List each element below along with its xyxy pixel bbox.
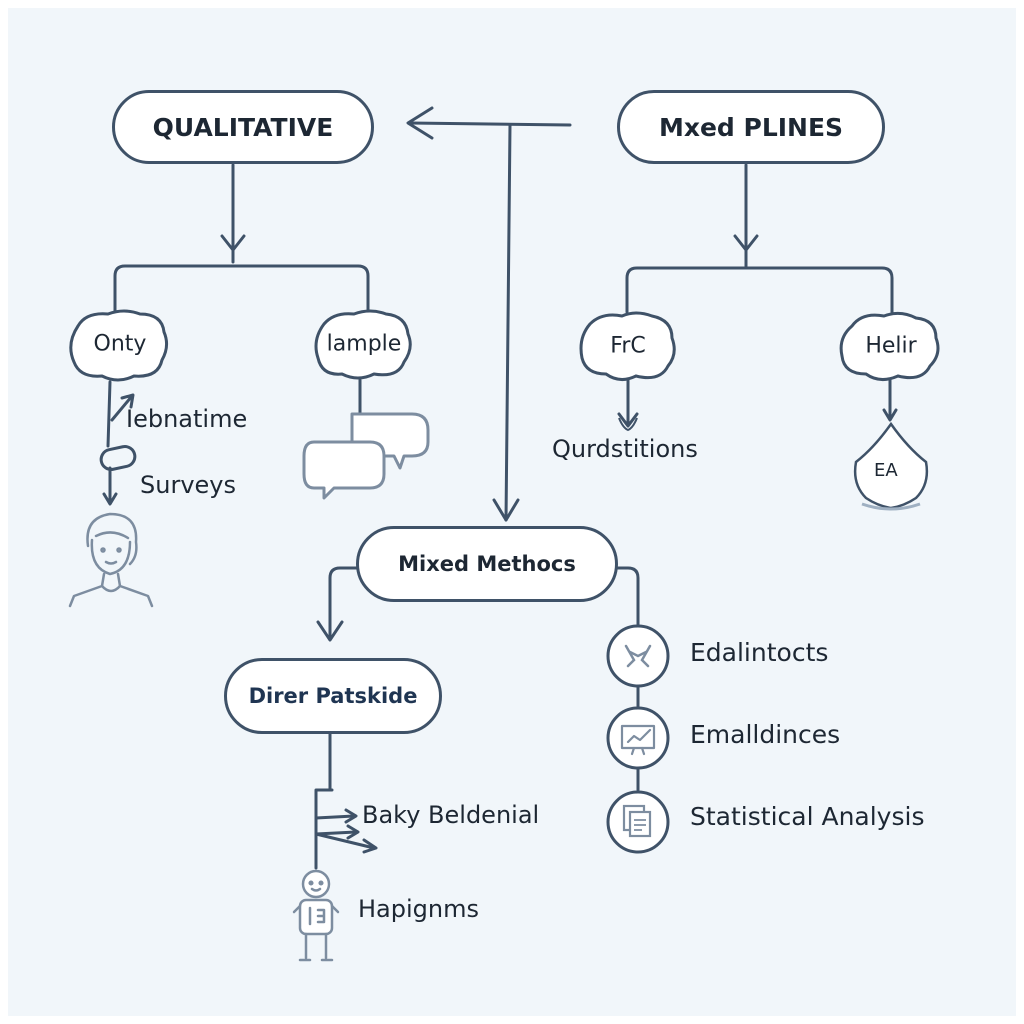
center-trunk-line bbox=[504, 123, 512, 522]
documents-icon bbox=[606, 790, 670, 854]
onty-label: Onty bbox=[93, 331, 147, 357]
methods-right-line bbox=[616, 566, 640, 628]
method-label-2: Emalldinces bbox=[690, 720, 841, 749]
methods-left-line bbox=[328, 566, 359, 640]
speech-bubbles-icon bbox=[302, 412, 430, 500]
helir-blob-shape bbox=[839, 311, 940, 381]
baky-beldenial-label: Baky Beldenial bbox=[362, 801, 540, 829]
arrowhead-onty-side bbox=[120, 393, 135, 409]
arrowhead-b1 bbox=[344, 808, 358, 824]
arrowhead-left-icon bbox=[406, 106, 434, 140]
chart-board-icon bbox=[606, 706, 670, 770]
arrowhead-surveys bbox=[102, 492, 118, 506]
onty-down-line bbox=[106, 380, 112, 448]
method-label-3: Statistical Analysis bbox=[690, 802, 925, 831]
arrowhead-down-plines bbox=[733, 234, 759, 252]
hapignms-label: Hapignms bbox=[358, 895, 479, 923]
direr-patskide-node[interactable]: Direr Patskide bbox=[224, 658, 442, 734]
qurdstitions-label: Qurdstitions bbox=[552, 435, 698, 463]
bracket-arrow-1 bbox=[314, 814, 356, 820]
bracket-arrow-2 bbox=[314, 830, 358, 836]
shield-text: EA bbox=[874, 460, 898, 481]
onty-blob-shape bbox=[69, 309, 169, 382]
helir-label: Helir bbox=[865, 333, 917, 359]
methods-list: Edalintocts Emalldinces Statistical Anal… bbox=[604, 622, 1004, 862]
student-figure-icon bbox=[292, 869, 340, 962]
arrowhead-b2 bbox=[346, 824, 360, 840]
tools-icon bbox=[606, 624, 670, 688]
frc-label: FrC bbox=[610, 333, 646, 359]
shield-icon bbox=[853, 421, 929, 511]
trunk-to-qualitative-arrow bbox=[408, 121, 572, 127]
arrowhead-b3 bbox=[362, 838, 378, 854]
surveys-label: Surveys bbox=[140, 471, 236, 499]
mixed-methods-label: Mixed Methocs bbox=[398, 552, 576, 576]
direr-patskide-label: Direr Patskide bbox=[248, 684, 418, 708]
plines-branch-line bbox=[625, 266, 894, 314]
mixed-methods-node[interactable]: Mixed Methocs bbox=[356, 526, 618, 602]
arrowhead-down-qual bbox=[220, 234, 246, 252]
small-sprout-icon bbox=[618, 417, 638, 432]
person-portrait-icon bbox=[68, 512, 154, 608]
arrowhead-methods-left bbox=[316, 620, 344, 642]
survey-pill-shape bbox=[99, 445, 137, 471]
bracket-arrow-3 bbox=[314, 832, 376, 850]
qualitative-branch-line bbox=[113, 264, 370, 324]
patskide-bracket bbox=[314, 788, 334, 870]
iebnatime-label: Iebnatime bbox=[126, 405, 248, 433]
arrowhead-frc bbox=[617, 412, 639, 428]
arrowhead-helir bbox=[882, 408, 898, 422]
arrowhead-down-center bbox=[492, 498, 520, 522]
frc-blob-shape bbox=[579, 311, 676, 381]
method-label-1: Edalintocts bbox=[690, 638, 829, 667]
lample-label: lample bbox=[326, 331, 402, 357]
mixed-plines-label: Mxed PLINES bbox=[658, 112, 844, 142]
lample-blob-shape bbox=[314, 309, 412, 380]
qualitative-node[interactable]: QUALITATIVE bbox=[112, 90, 374, 164]
qualitative-label: QUALITATIVE bbox=[152, 112, 334, 142]
onty-side-arrow bbox=[110, 394, 134, 422]
mixed-plines-node[interactable]: Mxed PLINES bbox=[617, 90, 885, 164]
